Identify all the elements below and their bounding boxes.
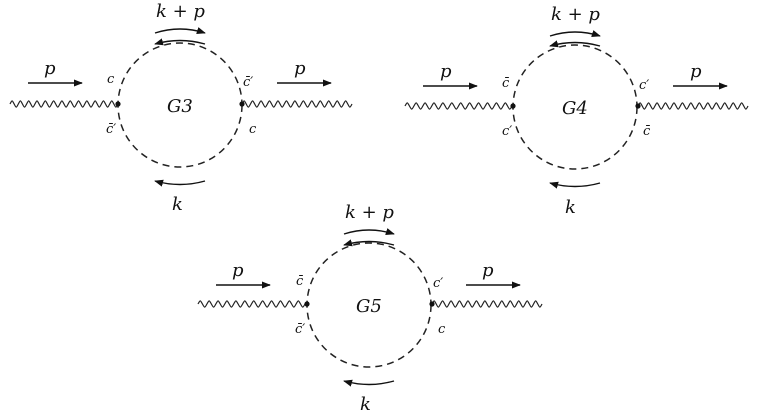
right-vertex-dot — [635, 103, 641, 109]
loop-bottom-arrow — [549, 181, 601, 189]
outgoing-momentum-label: p — [690, 61, 702, 82]
loop-bottom-arrow — [343, 379, 395, 387]
left-vertex-lower-label: c̄′ — [295, 322, 305, 337]
outgoing-photon-line — [431, 300, 543, 308]
loop-bottom-arrow — [154, 179, 206, 187]
loop-top-inner-arrow — [154, 38, 206, 46]
incoming-photon-line — [404, 102, 513, 110]
left-vertex-dot — [115, 101, 121, 107]
right-vertex-dot — [429, 301, 435, 307]
diagram-g3: G3 k + p k p p c c̄′ c̄′ c — [9, 1, 353, 215]
loop-top-outer-arrow — [343, 228, 395, 235]
right-vertex-lower-label: c — [249, 122, 257, 137]
loop-top-momentum: k + p — [156, 1, 205, 22]
loop-top-outer-arrow — [549, 30, 601, 37]
left-vertex-upper-label: c — [107, 72, 115, 87]
loop-top-outer-arrow — [154, 27, 206, 34]
diagram-g4: G4 k + p k p p c̄ c′ c′ c̄ — [404, 4, 749, 218]
incoming-photon-line — [9, 100, 119, 108]
loop-top-inner-arrow — [549, 40, 601, 48]
outgoing-momentum-label: p — [482, 260, 494, 281]
outgoing-photon-line — [241, 100, 353, 108]
loop-top-momentum: k + p — [551, 4, 600, 25]
outgoing-momentum-label: p — [294, 58, 306, 79]
loop-top-inner-arrow — [343, 239, 395, 247]
right-vertex-upper-label: c̄′ — [243, 75, 253, 90]
diagram-label: G3 — [167, 96, 193, 117]
incoming-momentum-label: p — [440, 61, 452, 82]
outgoing-photon-line — [637, 102, 749, 110]
diagram-label: G4 — [562, 98, 588, 119]
incoming-momentum-label: p — [44, 58, 56, 79]
right-vertex-lower-label: c — [438, 322, 446, 337]
diagram-label: G5 — [356, 296, 382, 317]
left-vertex-dot — [510, 103, 516, 109]
left-vertex-dot — [304, 301, 310, 307]
diagram-g5: G5 k + p k p p c̄ c̄′ c′ c — [197, 202, 543, 415]
right-vertex-lower-label: c̄ — [643, 124, 651, 139]
left-vertex-lower-label: c̄′ — [106, 122, 116, 137]
incoming-momentum-label: p — [232, 260, 244, 281]
loop-bottom-momentum: k — [360, 394, 371, 415]
right-vertex-upper-label: c′ — [433, 276, 443, 291]
loop-top-momentum: k + p — [345, 202, 394, 223]
right-vertex-dot — [239, 101, 245, 107]
left-vertex-upper-label: c̄ — [502, 76, 510, 91]
loop-bottom-momentum: k — [172, 194, 183, 215]
incoming-photon-line — [197, 300, 306, 308]
right-vertex-upper-label: c′ — [639, 78, 649, 93]
left-vertex-upper-label: c̄ — [296, 274, 304, 289]
left-vertex-lower-label: c′ — [502, 124, 512, 139]
loop-bottom-momentum: k — [565, 197, 576, 218]
